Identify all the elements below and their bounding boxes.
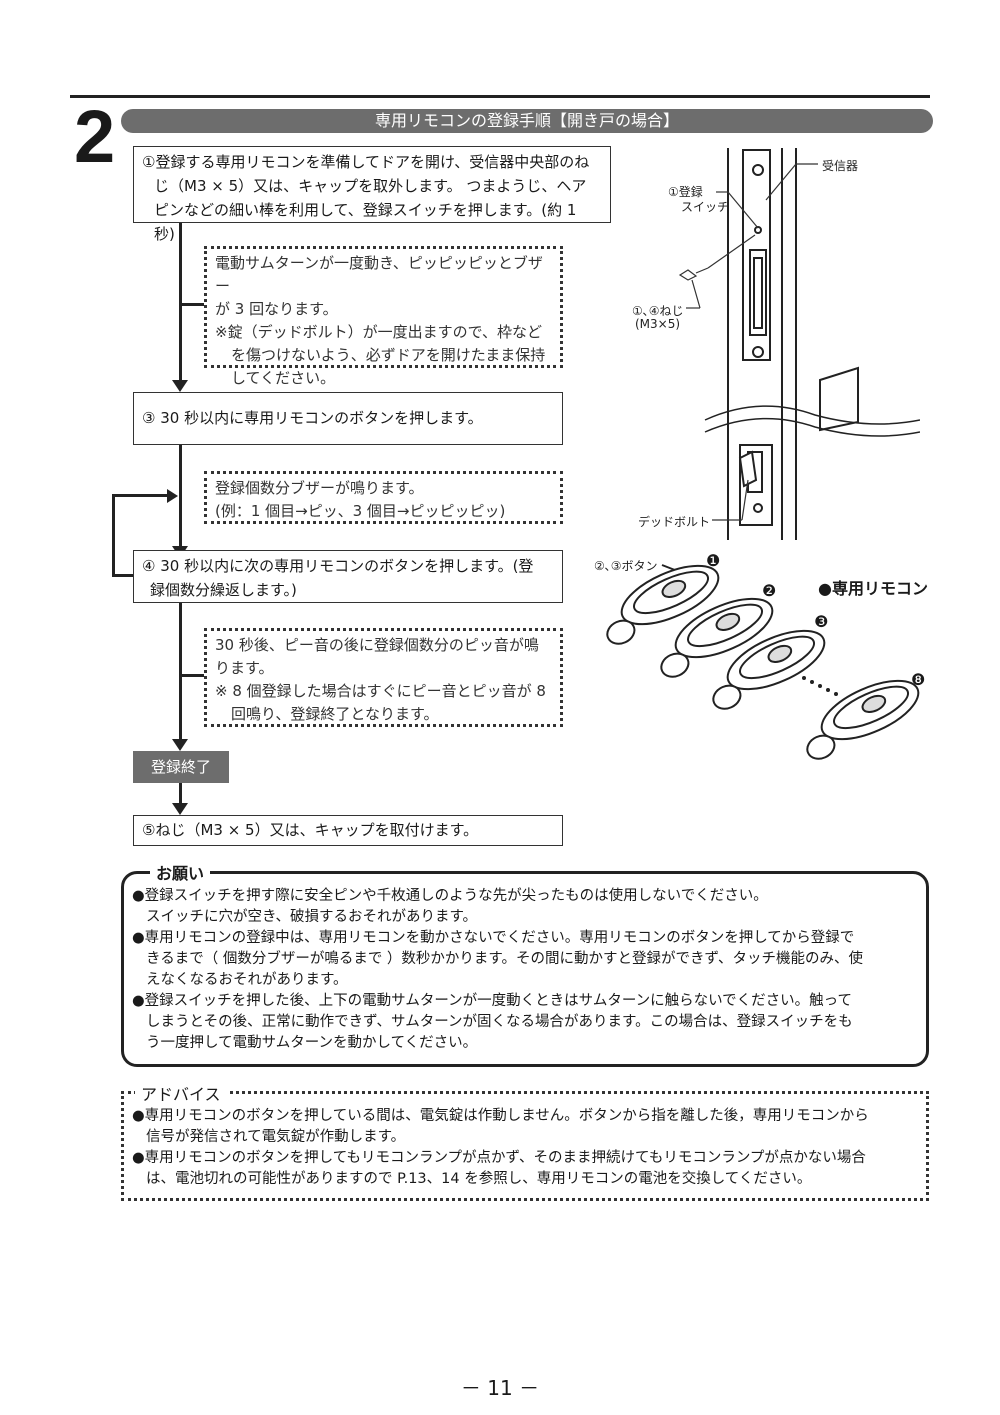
note-3-line-2: ります。 <box>215 659 274 677</box>
advice-item-2-line-2: は、電池切れの可能性がありますので P.13、14 を参照し、専用リモコンの電池… <box>146 1171 812 1187</box>
flow-arrow-4 <box>172 803 188 815</box>
remote-2 <box>660 597 774 678</box>
note-2-box: 登録個数分ブザーが鳴ります。 (例：1 個目→ピッ、3 個目→ピッピッピッ) <box>204 471 563 524</box>
remote-8 <box>806 679 920 760</box>
flow-arrow-1 <box>172 380 188 392</box>
notice-item-2-line-3: えなくなるおそれがあります。 <box>146 972 348 988</box>
note-3-line-1: 30 秒後、ピー音の後に登録個数分のピッ音が鳴 <box>215 636 539 654</box>
step-1-line-2: じ（M3 × 5）又は、キャップを取外します。 つまようじ、ヘア <box>154 177 587 195</box>
flow-line-4 <box>179 783 182 805</box>
step-1-box: ①登録する専用リモコンを準備してドアを開け、受信器中央部のね じ（M3 × 5）… <box>133 146 611 243</box>
note-1-line-1: 電動サムターンが一度動き、ピッピッピッとブザー <box>215 254 543 295</box>
note-1-line-5: してください。 <box>231 369 336 387</box>
flow-branch-1 <box>179 303 204 306</box>
page-number: － 11 － <box>460 1376 540 1400</box>
note-1-line-2: が 3 回なります。 <box>215 300 338 318</box>
notice-item-1-line-1: ●登録スイッチを押す際に安全ピンや千枚通しのような先が尖ったものは使用しないでく… <box>132 888 768 904</box>
note-3-line-4: 回鳴り、登録終了となります。 <box>231 705 439 723</box>
remotes-illustration <box>606 564 920 760</box>
label-switch-2: スイッチ <box>681 200 730 214</box>
label-screw-1: ①､④ねじ <box>632 304 684 318</box>
remote-title: ●専用リモコン <box>818 579 928 598</box>
notice-item-3-line-3: う一度押して電動サムターンを動かしてください。 <box>146 1035 478 1051</box>
step-5-text: ⑤ねじ（M3 × 5）又は、キャップを取付けます。 <box>142 821 479 839</box>
note-1-line-4: を傷つけないよう、必ずドアを開けたまま保持 <box>231 346 546 364</box>
note-3-line-3: ※ 8 個登録した場合はすぐにピー音とピッ音が 8 <box>215 682 546 700</box>
notice-item-3-line-2: しまうとその後、正常に動作できず、サムターンが固くなる場合があります。この場合は… <box>146 1014 853 1030</box>
step-5-box: ⑤ねじ（M3 × 5）又は、キャップを取付けます。 <box>133 815 563 846</box>
notice-item-3-line-1: ●登録スイッチを押した後、上下の電動サムターンが一度動くときはサムターンに触らな… <box>132 993 852 1009</box>
loop-arrow <box>167 489 178 503</box>
label-switch-1: ①登録 <box>668 185 703 199</box>
remote-3 <box>712 629 826 710</box>
note-2-line-2: (例：1 個目→ピッ、3 個目→ピッピッピッ) <box>215 502 506 520</box>
note-1-box: 電動サムターンが一度動き、ピッピッピッとブザー が 3 回なります。 ※錠（デッ… <box>204 246 563 387</box>
step-4-line-2: 録個数分繰返します。) <box>150 581 297 599</box>
label-receiver: 受信器 <box>822 159 859 173</box>
advice-item-1: ●専用リモコンのボタンを押している間は、電気錠は作動しません。ボタンから指を離し… <box>132 1106 916 1148</box>
advice-item-2-line-1: ●専用リモコンのボタンを押してもリモコンランプが点かず、そのまま押続けてもリモコ… <box>132 1150 866 1166</box>
flow-line-2 <box>179 445 182 548</box>
remote-number-1: ❶ <box>706 551 721 570</box>
label-button: ②､③ボタン <box>594 559 658 573</box>
flow-branch-3 <box>179 674 204 677</box>
loop-line-top <box>112 494 168 497</box>
note-2-line-1: 登録個数分ブザーが鳴ります。 <box>215 479 424 497</box>
section-number: 2 <box>74 95 116 178</box>
advice-item-1-line-1: ●専用リモコンのボタンを押している間は、電気錠は作動しません。ボタンから指を離し… <box>132 1108 869 1124</box>
notice-item-2-line-1: ●専用リモコンの登録中は、専用リモコンを動かさないでください。専用リモコンのボタ… <box>132 930 855 946</box>
remote-number-3: ❸ <box>814 612 829 631</box>
flow-line-1 <box>179 222 182 382</box>
flow-arrow-3 <box>172 739 188 751</box>
notice-item-1: ●登録スイッチを押す際に安全ピンや千枚通しのような先が尖ったものは使用しないでく… <box>132 886 916 928</box>
loop-line-left <box>112 494 115 576</box>
advice-item-2: ●専用リモコンのボタンを押してもリモコンランプが点かず、そのまま押続けてもリモコ… <box>132 1148 916 1190</box>
step-1-line-3: ピンなどの細い棒を利用して、登録スイッチを押します。(約 1 秒) <box>154 201 577 243</box>
door-illustration <box>678 148 920 540</box>
note-3-box: 30 秒後、ピー音の後に登録個数分のピッ音が鳴 ります。 ※ 8 個登録した場合… <box>204 628 563 727</box>
top-rule <box>70 95 930 98</box>
loop-line-bottom <box>112 574 134 577</box>
step-4-line-1: ④ 30 秒以内に次の専用リモコンのボタンを押します。(登 <box>142 557 534 575</box>
remote-number-8: ❽ <box>911 670 926 689</box>
notice-item-1-line-2: スイッチに穴が空き、破損するおそれがあります。 <box>146 909 478 925</box>
note-1-line-3: ※錠（デッドボルト）が一度出ますので、枠など <box>215 323 542 341</box>
notice-label: お願い <box>150 860 211 884</box>
step-1-line-1: ①登録する専用リモコンを準備してドアを開け、受信器中央部のね <box>142 153 590 171</box>
remote-1 <box>606 564 720 645</box>
section-title: 専用リモコンの登録手順【開き戸の場合】 <box>121 109 933 133</box>
label-deadbolt: デッドボルト <box>638 515 711 529</box>
notice-item-2-line-2: きるまで（ 個数分ブザーが鳴るまで ）数秒かかります。その間に動かすと登録ができ… <box>146 951 863 967</box>
notice-item-2: ●専用リモコンの登録中は、専用リモコンを動かさないでください。専用リモコンのボタ… <box>132 928 916 991</box>
notice-item-3: ●登録スイッチを押した後、上下の電動サムターンが一度動くときはサムターンに触らな… <box>132 991 916 1054</box>
advice-item-1-line-2: 信号が発信されて電気錠が作動します。 <box>146 1129 406 1145</box>
notice-box: ●登録スイッチを押す際に安全ピンや千枚通しのような先が尖ったものは使用しないでく… <box>121 871 929 1067</box>
advice-label: アドバイス <box>135 1081 227 1105</box>
remote-number-2: ❷ <box>762 581 777 600</box>
end-label: 登録終了 <box>133 751 229 783</box>
flow-line-3 <box>179 602 182 740</box>
step-4-box: ④ 30 秒以内に次の専用リモコンのボタンを押します。(登 録個数分繰返します。… <box>133 550 563 603</box>
step-3-text: ③ 30 秒以内に専用リモコンのボタンを押します。 <box>142 409 483 427</box>
step-3-box: ③ 30 秒以内に専用リモコンのボタンを押します。 <box>133 392 563 445</box>
label-screw-2: (M3×5) <box>635 317 681 331</box>
advice-box: ●専用リモコンのボタンを押している間は、電気錠は作動しません。ボタンから指を離し… <box>121 1091 929 1201</box>
